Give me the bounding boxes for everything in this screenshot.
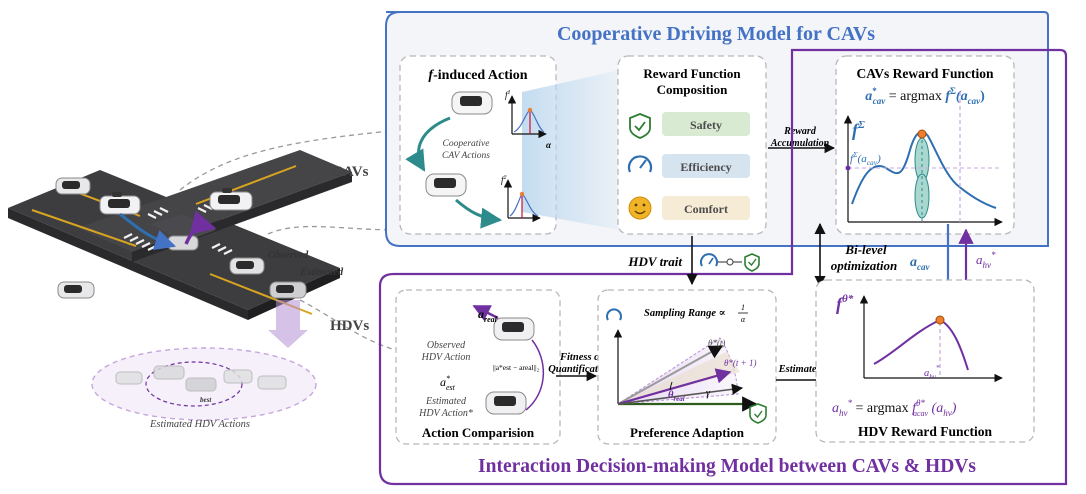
hdv-path-arrow — [184, 210, 217, 245]
a-hv-peak-label: ahv* — [924, 364, 940, 381]
observed-hdv-line2: HDV Action — [421, 352, 471, 363]
cav-reward-curve — [851, 131, 997, 209]
theta-t-label: θ*(t) — [708, 338, 725, 348]
hdv-reward-title: HDV Reward Function — [858, 424, 992, 439]
preference-adaption-title: Preference Adaption — [630, 425, 745, 440]
f-sigma-label: fΣ — [852, 119, 865, 140]
comfort-label: Comfort — [684, 202, 728, 216]
theta-t1-label: θ*(t + 1) — [724, 358, 757, 368]
hdv-reward-equation: ahv* = argmax fθ*acav (ahv) — [832, 398, 957, 418]
estimated-hdv-line1: Estimated — [425, 396, 467, 407]
cav-path-arrow — [119, 212, 176, 250]
shield-icon — [749, 403, 767, 424]
hdv-reward-panel: fθ* ahv* ahv* = argmax fθ*acav (ahv) HDV… — [815, 279, 1035, 443]
cav-reward-title: CAVs Reward Function — [856, 66, 994, 81]
norm-label: ||a*est − areal||₂ — [493, 363, 540, 372]
trait-icons — [700, 253, 760, 272]
interaction-model-container: Interaction Decision-making Model betwee… — [378, 48, 1068, 486]
cooperative-caption-line1: Cooperative — [443, 139, 490, 149]
cooperative-caption-line2: CAV Actions — [442, 151, 490, 161]
f-induced-action-title: f-induced Action — [428, 68, 527, 83]
f2-mini-chart: f2 — [501, 175, 541, 223]
speedometer-icon — [627, 155, 653, 173]
a-real-label: areal — [478, 307, 498, 324]
down-arrow — [268, 300, 308, 348]
cavs-label: CAVs — [332, 164, 369, 180]
teal-curve-arrow — [405, 116, 451, 172]
smiley-icon — [628, 196, 652, 220]
f1-mini-chart: f1 α — [505, 90, 552, 150]
action-comparison-title: Action Comparision — [422, 425, 535, 440]
intersection-scene: CAVs HDVs Observed Estimated best Estima… — [8, 129, 401, 430]
cav-reward-panel: CAVs Reward Function a*cav = argmax fΣ(a… — [835, 55, 1015, 235]
a-est-label: a*est — [440, 374, 456, 392]
reward-accumulation-line1: Reward — [783, 126, 817, 137]
f2-label: f2 — [501, 175, 507, 185]
gamma-label: γ — [706, 388, 711, 399]
cav-model-title: Cooperative Driving Model for CAVs — [557, 23, 875, 45]
hdv-trait-label: HDV trait — [627, 254, 682, 269]
estimated-hdv-actions-caption: Estimated HDV Actions — [149, 419, 250, 430]
fitness-line2: Quantification — [548, 364, 612, 375]
reward-composition-panel: Reward Function Composition Safety Effic… — [617, 55, 767, 235]
fitness-line1: Fitness α — [559, 352, 600, 363]
f-sigma-point-label: fΣ(acav) — [850, 150, 881, 167]
reward-accumulation-line2: Accumulation — [770, 138, 830, 149]
estimated-label: Estimated — [299, 267, 344, 278]
car-icon — [55, 177, 307, 299]
reward-composition-title-line1: Reward Function — [643, 66, 741, 81]
sampling-range-label: Sampling Range ∝ — [644, 308, 726, 319]
bilevel-label-line1: Bi-level — [844, 242, 887, 257]
cav-reward-equation: a*cav = argmax fΣ(acav) — [865, 86, 985, 106]
shield-icon — [744, 253, 760, 272]
safety-label: Safety — [690, 118, 722, 132]
a-hv-label: ahv* — [976, 250, 996, 270]
f-theta-label: fθ* — [836, 293, 854, 314]
theta-real-label: θreal — [668, 390, 685, 403]
observed-label: Observed — [268, 250, 309, 261]
alpha-label: α — [546, 140, 552, 150]
hdvs-label: HDVs — [330, 318, 369, 334]
a-cav-label: acav — [910, 255, 930, 272]
efficiency-label: Efficiency — [680, 160, 731, 174]
speedometer-icon — [606, 308, 622, 321]
interaction-model-title: Interaction Decision-making Model betwee… — [478, 456, 976, 477]
fraction-numerator: 1 — [741, 303, 745, 312]
bilevel-label-line2: optimization — [831, 258, 897, 273]
estimated-hdv-actions-panel: best Estimated HDV Actions — [91, 347, 317, 430]
reward-composition-title-line2: Composition — [657, 82, 729, 97]
f-induced-action-panel: f-induced Action f1 α f2 Cooperative CAV… — [399, 55, 620, 235]
preference-adaption-panel: Sampling Range ∝ 1 α θ*(t) θ*(t + 1) θre… — [597, 289, 777, 445]
estimated-hdv-line2: HDV Action* — [418, 408, 473, 419]
projection-fan — [522, 70, 620, 230]
f1-label: f1 — [505, 90, 511, 100]
action-comparison-panel: areal Observed HDV Action ||a*est − area… — [395, 289, 561, 445]
observed-hdv-line1: Observed — [427, 340, 466, 351]
shield-icon — [629, 113, 651, 139]
best-label: best — [200, 396, 212, 404]
fraction-denominator: α — [741, 315, 746, 324]
